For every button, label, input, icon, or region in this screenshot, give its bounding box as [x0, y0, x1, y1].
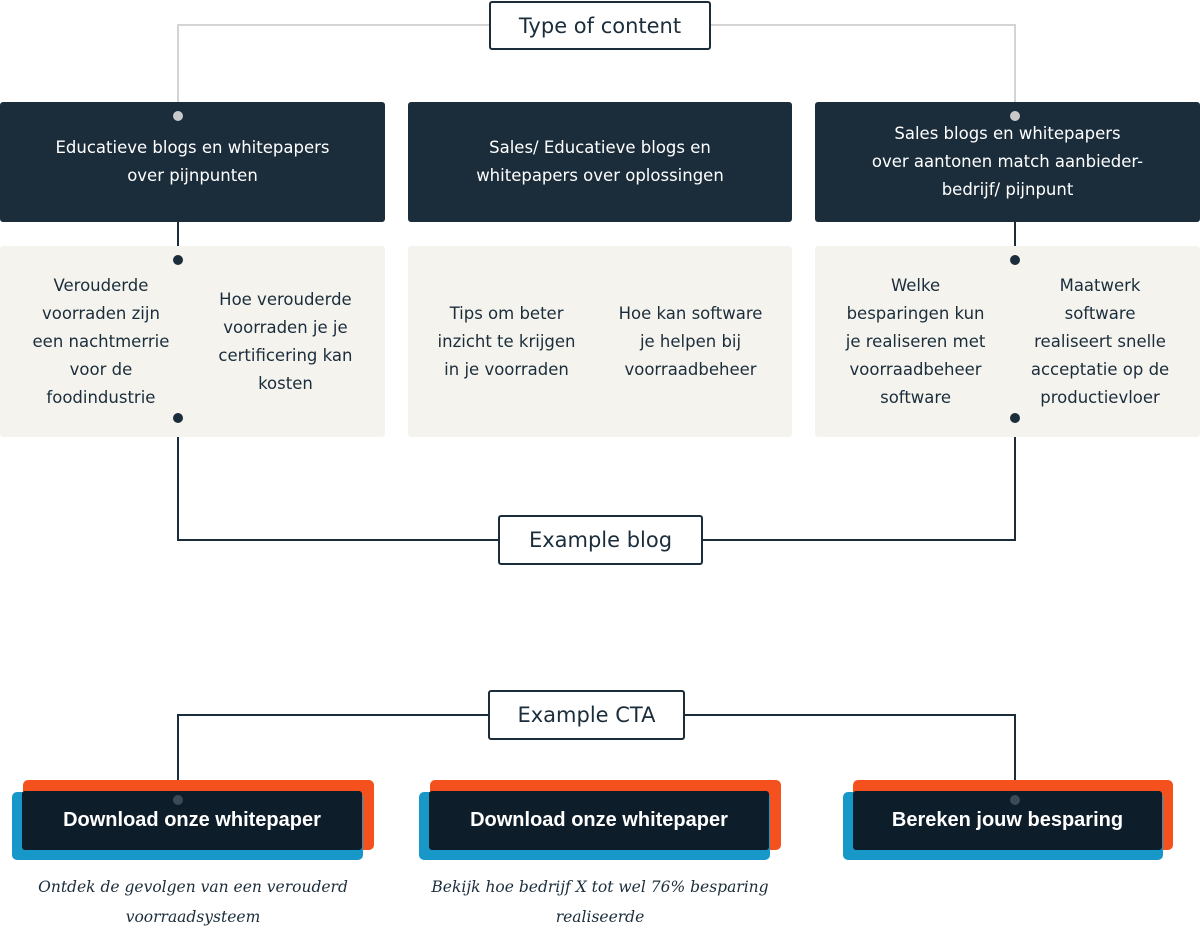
connector-ex3-blog [701, 418, 1016, 541]
cta-note-2: Bekijk hoe bedrijf X tot wel 76% bespari… [431, 878, 769, 926]
cta-button-label: Download onze whitepaper [63, 809, 321, 831]
category-box-1: Educatieve blogs en whitepapers over pij… [0, 102, 385, 222]
download-whitepaper-button[interactable]: Download onze whitepaper [22, 791, 362, 850]
connector-type-left [177, 24, 490, 115]
connector-ex1-blog [177, 418, 499, 541]
example-2a: Tips om beter inzicht te krijgen in je v… [437, 303, 576, 379]
cta-button-label: Bereken jouw besparing [891, 809, 1124, 831]
connector-dot [173, 202, 183, 212]
cta-note-1: Ontdek de gevolgen van een verouderd voo… [38, 878, 348, 926]
connector-dot [1010, 255, 1020, 265]
category-label-1: Educatieve blogs en whitepapers over pij… [55, 138, 330, 185]
connector-type-right [710, 24, 1016, 115]
example-blog-box: Example blog [498, 515, 703, 565]
type-of-content-label: Type of content [518, 13, 682, 38]
example-cta-box: Example CTA [488, 690, 685, 740]
example-2b: Hoe kan software je helpen bij voorraadb… [618, 303, 763, 379]
connector-dot [173, 413, 183, 423]
cta-group-2: Download onze whitepaper [419, 780, 781, 860]
connector-dot [1010, 413, 1020, 423]
category-label-3: Sales blogs en whitepapers over aantonen… [871, 124, 1144, 199]
cta-group-3: Bereken jouw besparing [843, 780, 1173, 860]
examples-box-1: Verouderde voorraden zijn een nachtmerri… [0, 246, 385, 437]
category-box-3: Sales blogs en whitepapers over aantonen… [815, 102, 1200, 222]
connector-dot [1010, 205, 1020, 215]
type-of-content-box: Type of content [489, 1, 711, 50]
cta-group-1: Download onze whitepaper [12, 780, 374, 860]
examples-box-3: Welke besparingen kun je realiseren met … [815, 246, 1200, 437]
connector-dot [1010, 795, 1020, 805]
connector-dot [173, 255, 183, 265]
download-whitepaper-button[interactable]: Download onze whitepaper [429, 791, 769, 850]
example-blog-label: Example blog [528, 528, 673, 552]
cta-button-label: Download onze whitepaper [470, 809, 728, 831]
connector-cta-right [684, 714, 1016, 800]
example-3a: Welke besparingen kun je realiseren met … [845, 275, 986, 407]
category-box-2: Sales/ Educatieve blogs en whitepapers o… [408, 102, 792, 222]
calculate-savings-button[interactable]: Bereken jouw besparing [853, 791, 1162, 850]
category-label-2: Sales/ Educatieve blogs en whitepapers o… [476, 138, 724, 185]
connector-dot [173, 795, 183, 805]
example-cta-label: Example CTA [517, 703, 656, 727]
example-3b: Maatwerk software realiseert snelle acce… [1030, 275, 1170, 407]
example-1a: Verouderde voorraden zijn een nachtmerri… [32, 275, 170, 407]
example-1b: Hoe verouderde voorraden je je certifice… [218, 289, 353, 393]
connector-dot [173, 111, 183, 121]
connector-dot [1010, 111, 1020, 121]
connector-cta-left [177, 714, 489, 800]
examples-box-2: Tips om beter inzicht te krijgen in je v… [408, 246, 792, 437]
